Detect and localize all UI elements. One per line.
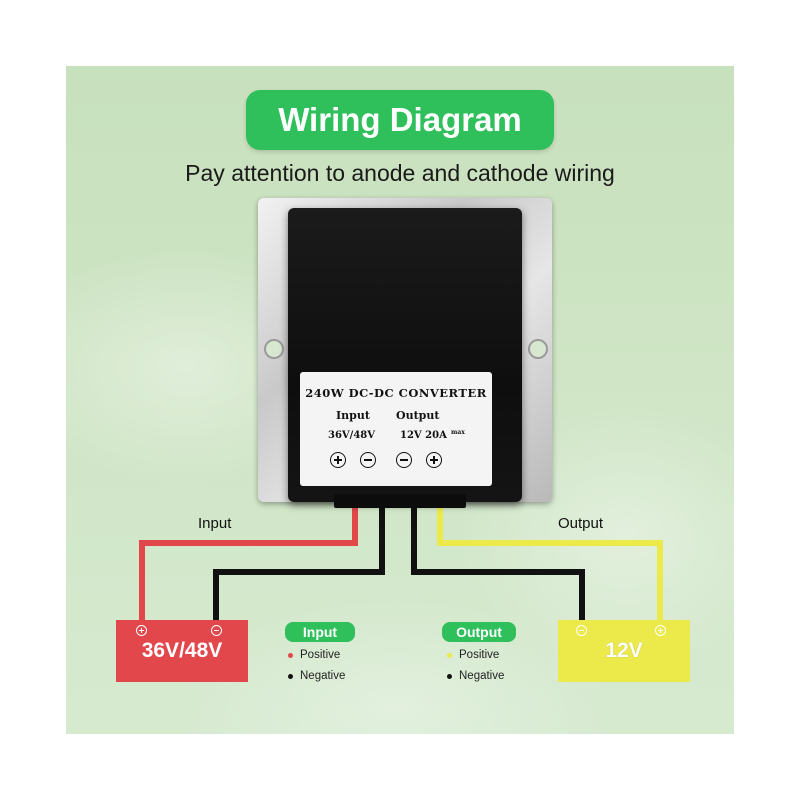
- title-banner: Wiring Diagram: [246, 90, 554, 150]
- output-wire-label: Output: [558, 515, 604, 532]
- output-battery-label: 12V: [605, 639, 643, 662]
- plus-terminal-icon: [655, 625, 666, 636]
- page-title: Wiring Diagram: [278, 101, 522, 138]
- minus-terminal-icon: [396, 452, 412, 468]
- wiring-lines: [139, 499, 663, 623]
- input-battery-label: 36V/48V: [141, 639, 223, 662]
- converter-output-rating: 12V 20A: [400, 430, 447, 441]
- converter-input-heading: Input: [336, 409, 370, 422]
- mounting-hole-right: [528, 339, 548, 359]
- output-negative-wire: [411, 499, 585, 623]
- output-positive-wire: [437, 499, 663, 623]
- output-battery: 12V: [558, 620, 690, 682]
- legend-output-negative: Negative: [447, 670, 504, 682]
- legend-input-negative-label: Negative: [300, 670, 346, 682]
- mounting-hole-left: [264, 339, 284, 359]
- converter-label: 240W DC-DC CONVERTER Input Output 36V/48…: [300, 372, 492, 486]
- converter-label-title: 240W DC-DC CONVERTER: [305, 386, 487, 400]
- cable-gland: [334, 494, 466, 508]
- input-wire-label: Input: [198, 515, 232, 532]
- plus-terminal-icon: [330, 452, 346, 468]
- plus-terminal-icon: [426, 452, 442, 468]
- positive-dot-icon: [288, 652, 293, 658]
- negative-dot-icon: [447, 673, 452, 679]
- positive-dot-icon: [447, 652, 452, 658]
- legend-output-positive-label: Positive: [459, 649, 500, 661]
- minus-terminal-icon: [360, 452, 376, 468]
- minus-terminal-icon: [211, 625, 222, 636]
- subtitle: Pay attention to anode and cathode wirin…: [185, 160, 615, 186]
- legend-input-positive: Positive: [288, 649, 340, 661]
- minus-terminal-icon: [576, 625, 587, 636]
- legend-input-title: Input: [285, 622, 355, 642]
- legend-input-positive-label: Positive: [300, 649, 341, 661]
- converter-output-max: max: [451, 429, 465, 436]
- converter-input-voltage: 36V/48V: [328, 430, 376, 441]
- input-negative-wire: [213, 499, 385, 623]
- input-positive-wire: [139, 499, 358, 623]
- negative-dot-icon: [288, 673, 293, 679]
- legend-output-positive: Positive: [447, 649, 499, 661]
- diagram-panel: Wiring Diagram Pay attention to anode an…: [66, 66, 734, 734]
- legend-output-negative-label: Negative: [459, 670, 505, 682]
- plus-terminal-icon: [136, 625, 147, 636]
- converter-output-heading: Output: [396, 409, 440, 422]
- legend-input-negative: Negative: [288, 670, 345, 682]
- input-battery: 36V/48V: [116, 620, 248, 682]
- legend-output-title: Output: [442, 622, 516, 642]
